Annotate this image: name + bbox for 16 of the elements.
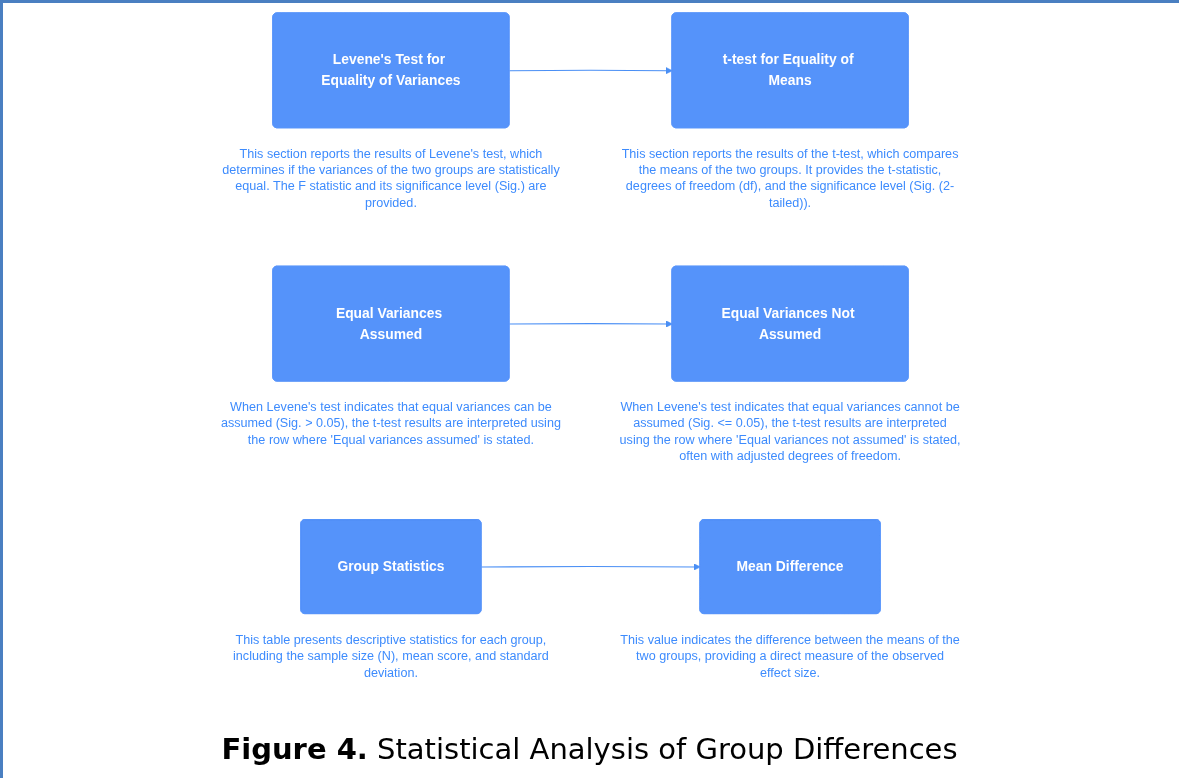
description-text: When Levene's test indicates that equal variances cannot be assumed (Sig. <= 0.05), the t-test results are interpreted using the row where 'Equal variances not assumed' is stated, often with adjusted degrees of freedom. (618, 398, 961, 465)
arrow (480, 563, 701, 571)
description-text: This table presents descriptive statistics for each group, including the sample size (N), mean score, and standard deviation. (231, 631, 550, 681)
rounded-box: t-test for Equality of Means (671, 12, 909, 129)
description-text: This section reports the results of Levene's test, which determines if the variances of the two groups are statistically equal. The F statistic and its significance level (Sig.) are provided. (220, 145, 561, 211)
description-text: When Levene's test indicates that equal variances can be assumed (Sig. > 0.05), the t-test results are interpreted using the row where 'Equal variances assumed' is stated. (219, 398, 562, 448)
arrow (508, 67, 673, 75)
figure-caption: Figure 4. Statistical Analysis of Group Differences (221, 732, 958, 766)
rounded-box: Equal Variances Assumed (271, 265, 509, 382)
rounded-box: Equal Variances Not Assumed (671, 265, 909, 382)
description-text: This value indicates the difference between the means of the two groups, providing a direct measure of the observed effect size. (618, 631, 961, 681)
rounded-box: Mean Difference (699, 519, 881, 614)
rounded-box: Levene's Test for Equality of Variances (271, 12, 509, 129)
arrow (508, 320, 673, 328)
description-text: This section reports the results of the t-test, which compares the means of the two groups. It provides the t-statistic, degrees of freedom (df), and the significance level (Sig. (2-tailed)). (620, 145, 959, 211)
rounded-box: Group Statistics (299, 519, 481, 614)
